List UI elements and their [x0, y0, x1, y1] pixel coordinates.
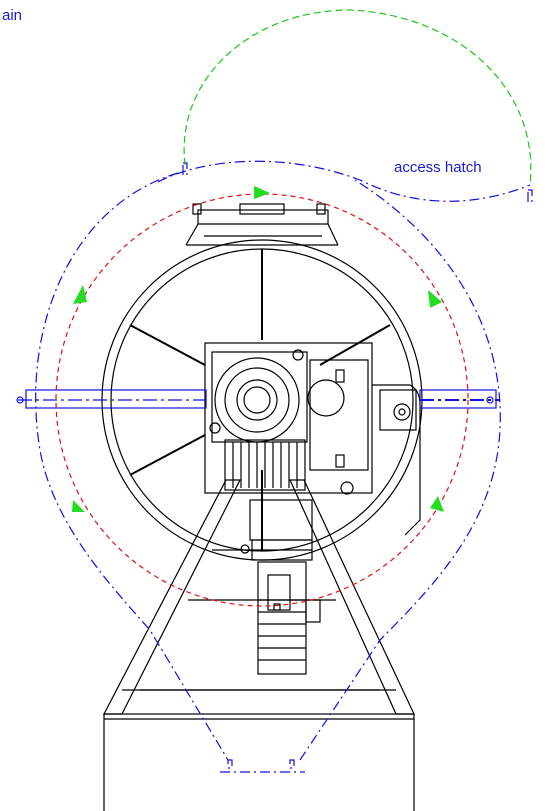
blue-path	[35, 160, 533, 773]
shaft	[16, 389, 500, 409]
drain-label: ain	[2, 7, 23, 24]
direction-arrows	[72, 186, 444, 512]
top-clamp	[185, 203, 339, 246]
motor	[240, 499, 321, 675]
access-hatch-label: access hatch	[394, 159, 482, 176]
gearbox	[204, 342, 373, 495]
base-housing	[103, 713, 415, 811]
red-path	[55, 193, 469, 607]
access-hatch-arc	[183, 9, 532, 186]
